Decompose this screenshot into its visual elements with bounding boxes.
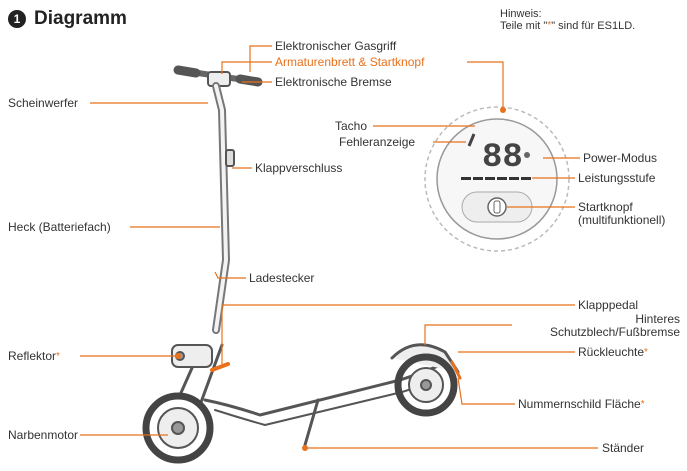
title-text: Diagramm [34, 8, 127, 29]
label-klappverschluss: Klappverschluss [255, 161, 343, 175]
label-heck: Heck (Batteriefach) [8, 220, 111, 234]
label-schutzblech: Hinteres Schutzblech/Fußbremse [549, 312, 680, 339]
hint-star: * [547, 20, 552, 31]
leader-lines [80, 45, 598, 449]
label-ladestecker: Ladestecker [249, 271, 315, 285]
label-bremse: Elektronische Bremse [275, 75, 392, 89]
kickstand [303, 398, 320, 447]
label-scheinwerfer: Scheinwerfer [8, 96, 79, 110]
page-title: 1 Diagramm [8, 8, 127, 30]
leader-ladestecker [214, 271, 246, 279]
star-marker: * [644, 347, 648, 358]
leader-gasgriff [249, 45, 272, 72]
star-marker: * [640, 399, 645, 410]
hint-line-2: Teile mit "*" sind für ES1LD. [500, 20, 636, 32]
label-power-modus: Power-Modus [583, 151, 658, 165]
scooter-illustration [142, 65, 462, 464]
label-leistungsstufe: Leistungsstufe [578, 171, 656, 185]
leader-nummernschild [457, 377, 515, 405]
label-staender: Ständer [602, 441, 645, 455]
label-startknopf: Startknopf (multifunktionell) [578, 200, 666, 227]
label-reflektor: Reflektor* [8, 349, 60, 363]
label-klapppedal: Klapppedal [578, 298, 639, 312]
label-nummernschild: Nummernschild Fläche* [518, 397, 645, 411]
rear-wheel [394, 353, 458, 417]
label-rueckleuchte: Rückleuchte* [578, 345, 648, 359]
dashboard-zoom: 88 [424, 106, 570, 252]
label-fehleranzeige: Fehleranzeige [339, 135, 416, 149]
hint-line-1: Hinweis: [500, 8, 542, 20]
leader-klapppedal [221, 304, 575, 364]
label-gasgriff: Elektronischer Gasgriff [275, 39, 397, 53]
label-armaturenbrett: Armaturenbrett & Startknopf [275, 55, 425, 69]
leader-schutzblech [424, 324, 512, 345]
section-number-badge: 1 [8, 10, 26, 28]
star-marker: * [56, 351, 60, 362]
label-narbenmotor: Narbenmotor [8, 428, 79, 442]
front-wheel [142, 392, 214, 464]
speed-digits: 88 [482, 139, 523, 177]
label-tacho: Tacho [335, 119, 368, 133]
hint-note: Hinweis: Teile mit "*" sind für ES1LD. [500, 8, 635, 32]
leader-armaturenbrett [221, 61, 504, 110]
